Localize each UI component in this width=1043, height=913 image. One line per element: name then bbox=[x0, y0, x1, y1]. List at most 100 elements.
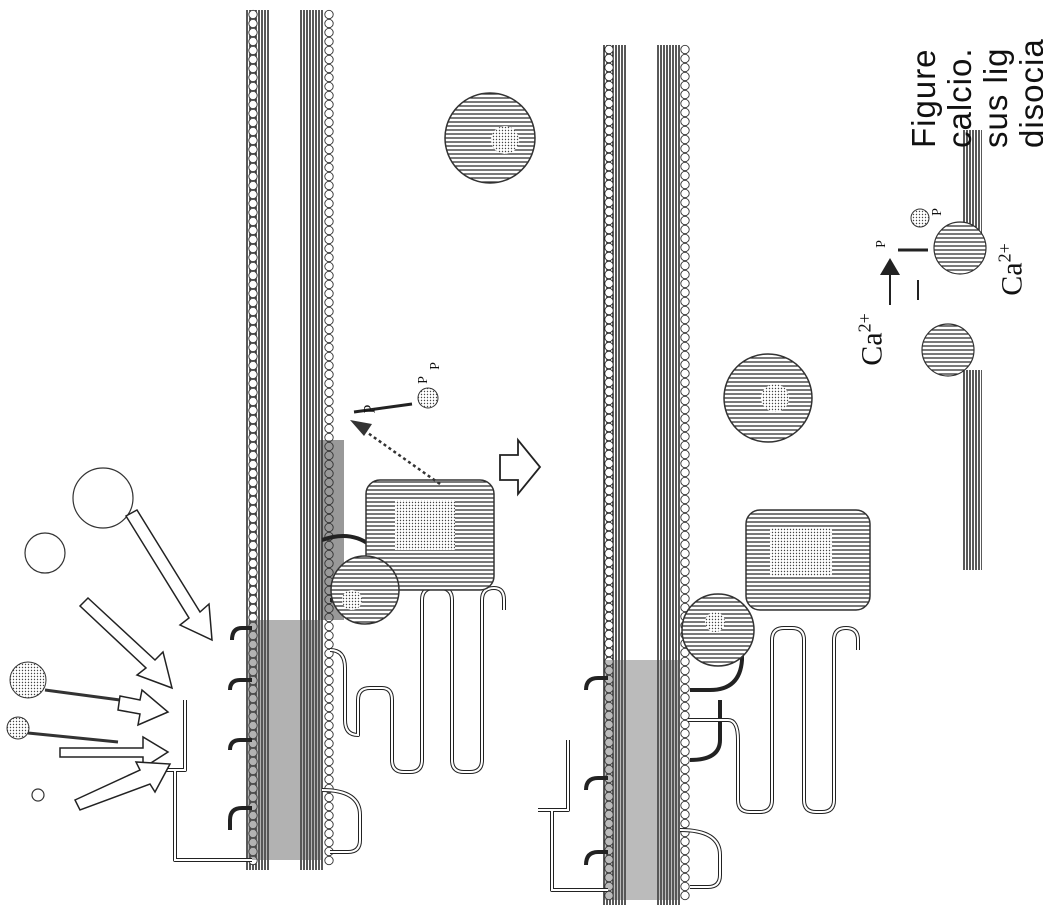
lipid-head bbox=[605, 306, 613, 314]
lipid-head bbox=[605, 252, 613, 260]
lipid-head bbox=[681, 162, 689, 170]
lipid-head bbox=[681, 504, 689, 512]
ligand-large-circle bbox=[73, 468, 133, 528]
lipid-head bbox=[681, 585, 689, 593]
lipid-head bbox=[249, 64, 257, 72]
lipid-head bbox=[681, 756, 689, 764]
lipid-head bbox=[681, 378, 689, 386]
lipid-head bbox=[249, 550, 257, 558]
lipid-head bbox=[249, 361, 257, 369]
ca-label-lower: Ca2+ bbox=[995, 243, 1030, 295]
lipid-head bbox=[681, 45, 689, 53]
lipid-head bbox=[681, 396, 689, 404]
lipid-head bbox=[325, 658, 333, 666]
ca-label-upper: Ca2+ bbox=[855, 313, 890, 365]
lipid-head bbox=[681, 576, 689, 584]
lipid-head bbox=[249, 10, 257, 18]
lipid-head bbox=[681, 459, 689, 467]
lipid-head bbox=[605, 522, 613, 530]
lipid-head bbox=[605, 459, 613, 467]
lipid-head bbox=[681, 180, 689, 188]
lipid-head bbox=[249, 118, 257, 126]
ligand-dotted-circle bbox=[10, 662, 46, 698]
lipid-head bbox=[325, 208, 333, 216]
p-label-5: P bbox=[930, 208, 946, 216]
lipid-head bbox=[249, 478, 257, 486]
lipid-head bbox=[681, 234, 689, 242]
lipid-head bbox=[681, 270, 689, 278]
lipid-head bbox=[325, 766, 333, 774]
arrow-1 bbox=[126, 510, 212, 640]
lipid-head bbox=[681, 261, 689, 269]
lipid-head bbox=[681, 891, 689, 899]
lipid-head bbox=[681, 855, 689, 863]
lipid-head bbox=[249, 532, 257, 540]
lipid-head bbox=[325, 262, 333, 270]
lipid-head bbox=[325, 811, 333, 819]
lipid-head bbox=[605, 549, 613, 557]
lipid-head bbox=[249, 559, 257, 567]
lipid-head bbox=[325, 217, 333, 225]
lipid-head bbox=[681, 441, 689, 449]
lipid-head bbox=[249, 460, 257, 468]
lipid-head bbox=[681, 297, 689, 305]
lipid-head bbox=[325, 181, 333, 189]
lipid-head bbox=[605, 387, 613, 395]
lipid-head bbox=[681, 882, 689, 890]
lipid-head bbox=[681, 819, 689, 827]
p-label-1: P bbox=[361, 405, 379, 414]
lipid-head bbox=[681, 810, 689, 818]
p-label-3: P bbox=[428, 362, 444, 370]
lipid-head bbox=[681, 216, 689, 224]
lipid-head bbox=[249, 145, 257, 153]
lipid-head bbox=[605, 171, 613, 179]
lipid-head bbox=[681, 414, 689, 422]
lipid-head bbox=[249, 451, 257, 459]
lipid-head bbox=[681, 324, 689, 332]
lipid-head bbox=[249, 136, 257, 144]
inset-bubble-lower bbox=[922, 324, 974, 376]
lipid-head bbox=[605, 477, 613, 485]
lipid-head bbox=[325, 109, 333, 117]
lipid-head bbox=[605, 234, 613, 242]
lipid-head bbox=[325, 82, 333, 90]
lipid-head bbox=[681, 54, 689, 62]
lipid-head bbox=[605, 612, 613, 620]
lipid-head bbox=[325, 190, 333, 198]
lipid-head bbox=[681, 513, 689, 521]
lipid-head bbox=[325, 172, 333, 180]
lipid-head bbox=[249, 253, 257, 261]
transition-arrow[interactable] bbox=[500, 440, 540, 494]
lipid-head bbox=[681, 369, 689, 377]
lipid-head bbox=[605, 288, 613, 296]
lipid-head bbox=[681, 540, 689, 548]
lipid-head bbox=[681, 594, 689, 602]
lipid-head bbox=[681, 405, 689, 413]
lipid-head bbox=[325, 280, 333, 288]
lipid-head bbox=[681, 198, 689, 206]
lipid-head bbox=[249, 244, 257, 252]
lipid-head bbox=[249, 280, 257, 288]
lipid-head bbox=[249, 370, 257, 378]
lipid-head bbox=[605, 279, 613, 287]
lipid-head bbox=[681, 846, 689, 854]
lipid-head bbox=[681, 567, 689, 575]
lipid-head bbox=[325, 406, 333, 414]
lipid-head bbox=[325, 55, 333, 63]
lipid-head bbox=[325, 235, 333, 243]
lipid-head bbox=[605, 450, 613, 458]
lipid-head bbox=[681, 252, 689, 260]
ligand-small-dotted bbox=[7, 717, 29, 739]
lipid-head bbox=[681, 432, 689, 440]
lipid-head bbox=[605, 405, 613, 413]
lipid-head bbox=[325, 307, 333, 315]
lipid-head bbox=[325, 802, 333, 810]
lipid-head bbox=[605, 486, 613, 494]
lipid-head bbox=[249, 316, 257, 324]
right-membrane bbox=[602, 45, 689, 905]
lipid-head bbox=[681, 711, 689, 719]
lipid-head bbox=[325, 793, 333, 801]
lipid-head bbox=[605, 216, 613, 224]
lipid-head bbox=[249, 172, 257, 180]
